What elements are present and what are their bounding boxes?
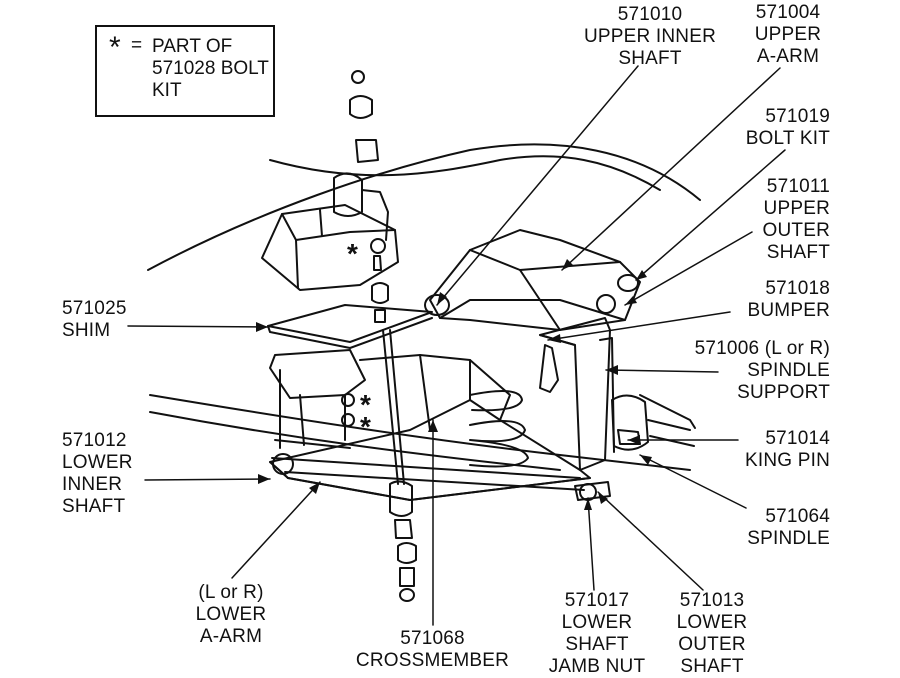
upper-mount-bracket: [261, 204, 399, 291]
asterisk-mark: *: [360, 411, 371, 442]
label-bolt-kit: 571019 BOLT KIT: [745, 106, 830, 149]
leader-bumper: [547, 311, 731, 341]
bushing-2: [355, 139, 379, 163]
fender-edge: [639, 394, 696, 429]
label-upper-a-arm: 571004 UPPER A-ARM: [754, 2, 822, 67]
label-lower-shaft-jamb-nut: 571017 LOWER SHAFT JAMB NUT: [548, 590, 646, 677]
spindle-body: [611, 394, 649, 451]
leader-spindle: [639, 454, 747, 509]
upper-a-arm: [429, 229, 641, 331]
leader-lower-shaft-jamb-nut: [587, 497, 595, 591]
lower-frame-rail: [149, 394, 691, 471]
label-spindle: 571064 SPINDLE: [747, 506, 830, 549]
label-spindle-support: 571006 (L or R) SPINDLE SUPPORT: [694, 338, 830, 403]
label-upper-inner-shaft: 571010 UPPER INNER SHAFT: [583, 4, 717, 69]
leader-upper-a-arm: [561, 67, 781, 271]
upper-frame-rail-inner: [269, 155, 661, 191]
shim-plate: [267, 304, 433, 343]
lower-arm-link: [271, 457, 585, 491]
leader-shim: [127, 325, 269, 328]
label-crossmember: 571068 CROSSMEMBER: [355, 628, 510, 671]
label-lower-inner-shaft: 571012 LOWER INNER SHAFT: [62, 430, 133, 517]
bushing-1: [349, 95, 373, 119]
asterisk-mark: *: [360, 389, 371, 420]
legend-text: PART OF 571028 BOLT KIT: [152, 36, 273, 102]
leader-bolt-kit: [635, 149, 786, 281]
leader-spindle-support: [605, 369, 719, 373]
label-king-pin: 571014 KING PIN: [744, 428, 830, 471]
shock-upper-eye: [333, 172, 363, 217]
asterisk-symbol: *: [109, 31, 121, 64]
leader-lower-inner-shaft: [144, 478, 271, 481]
label-bumper: 571018 BUMPER: [747, 278, 830, 321]
asterisk-mark: *: [347, 238, 358, 269]
upper-frame-rail: [147, 143, 701, 271]
legend-line: 571028: [152, 58, 216, 79]
leader-upper-inner-shaft: [436, 65, 639, 306]
leader-lower-outer-shaft: [597, 491, 704, 591]
shock-rod: [382, 329, 405, 485]
leader-lower-a-arm: [231, 481, 321, 579]
lower-frame-rail-2: [149, 411, 561, 471]
legend-line: BOLT KIT: [152, 58, 269, 101]
legend-box: * = PART OF 571028 BOLT KIT: [95, 25, 275, 117]
label-lower-outer-shaft: 571013 LOWER OUTER SHAFT: [676, 590, 748, 677]
legend-line: PART OF: [152, 36, 233, 57]
leader-upper-outer-shaft: [624, 231, 753, 306]
label-shim: 571025 SHIM: [62, 298, 127, 341]
coil-spring: [469, 390, 529, 468]
equals-symbol: =: [131, 35, 143, 56]
label-lower-a-arm: (L or R) LOWER A-ARM: [195, 582, 267, 647]
label-upper-outer-shaft: 571011 UPPER OUTER SHAFT: [762, 176, 830, 263]
crossmember-bracket: [269, 349, 366, 399]
